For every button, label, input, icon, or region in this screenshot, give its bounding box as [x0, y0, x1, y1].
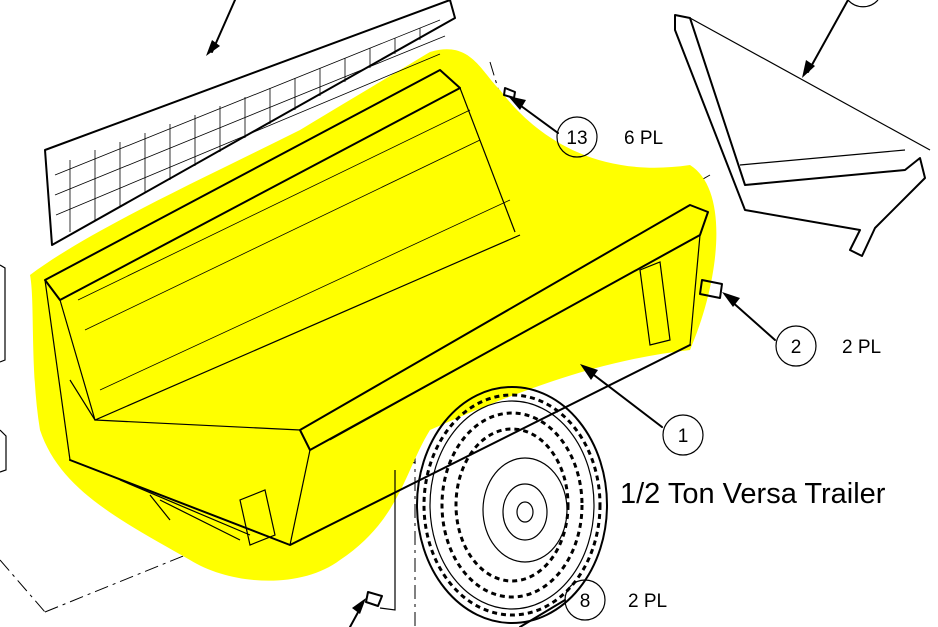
edge-parts: [0, 264, 7, 473]
mesh-panel: [44, 0, 456, 246]
callout-2-qty: 2 PL: [842, 337, 881, 358]
callout-1-number: 1: [678, 426, 689, 447]
callout-13: 13 6 PL: [556, 116, 663, 158]
wheel-tire: [416, 386, 608, 624]
callout-1: 1: [662, 414, 704, 456]
trailer-body-highlight: [30, 49, 717, 581]
leader-lines: [206, 0, 849, 627]
trailer-body-outline: [44, 69, 709, 546]
callout-8-qty: 2 PL: [628, 591, 667, 612]
callout-13-qty: 6 PL: [624, 128, 663, 149]
partial-callouts: [847, 0, 879, 8]
callout-13-number: 13: [566, 128, 587, 149]
diagram-title: 1/2 Ton Versa Trailer: [620, 478, 886, 510]
callout-8: 8 2 PL: [564, 579, 667, 621]
callout-2: 2 2 PL: [775, 325, 881, 367]
callout-2-number: 2: [791, 337, 802, 358]
gate-frame: [674, 14, 931, 257]
callout-8-number: 8: [580, 591, 591, 612]
